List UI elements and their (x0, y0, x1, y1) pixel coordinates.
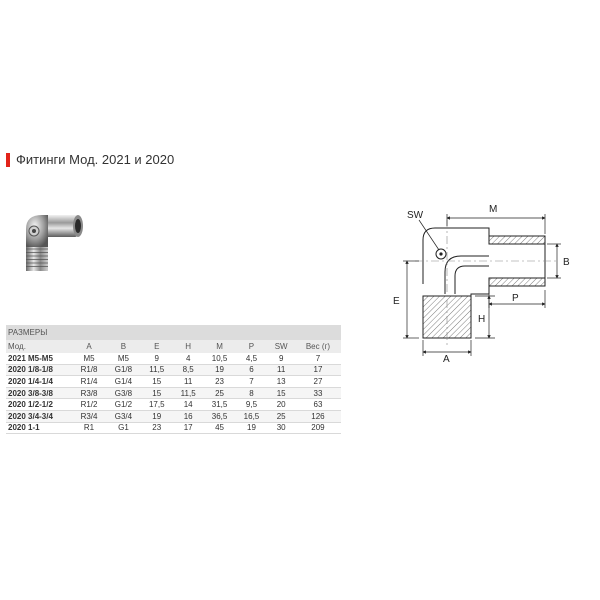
table-section-header: РАЗМЕРЫ (6, 325, 341, 340)
cell: 209 (294, 422, 341, 435)
cell: 8 (235, 387, 268, 400)
cell: 19 (140, 410, 173, 423)
label-b: B (563, 257, 570, 268)
cell: G3/4 (106, 410, 141, 423)
cell: 63 (294, 398, 341, 411)
title-accent-bar (6, 153, 10, 167)
col-header: E (140, 340, 173, 353)
cell-model: 2020 1/4-1/4 (6, 375, 72, 388)
col-header: B (106, 340, 141, 353)
product-image (26, 215, 83, 271)
cell: 23 (203, 375, 236, 388)
cell: 15 (267, 387, 295, 400)
cell-model: 2020 1/2-1/2 (6, 398, 72, 411)
cell: 16,5 (235, 410, 268, 423)
cell: 27 (294, 375, 341, 388)
table-row: 2020 1/4-1/4 R1/4 G1/4 15 11 23 7 13 27 (6, 375, 341, 388)
table-row: 2020 1-1 R1 G1 23 17 45 19 30 209 (6, 422, 341, 435)
cell: 25 (267, 410, 295, 423)
label-p: P (512, 293, 519, 304)
col-header: SW (267, 340, 295, 353)
label-h: H (478, 314, 485, 325)
table-row: 2020 3/4-3/4 R3/4 G3/4 19 16 36,5 16,5 2… (6, 410, 341, 423)
cell: 6 (235, 364, 268, 377)
col-header: H (172, 340, 204, 353)
cell-model: 2020 3/4-3/4 (6, 410, 72, 423)
section-label: РАЗМЕРЫ (6, 325, 341, 340)
cell: 19 (203, 364, 236, 377)
technical-drawing: SW M B E P H A (393, 204, 570, 364)
cell: 11,5 (140, 364, 173, 377)
cell: 4,5 (235, 353, 268, 365)
cell: 9,5 (235, 398, 268, 411)
cell-model: 2020 3/8-3/8 (6, 387, 72, 400)
cell: 30 (267, 422, 295, 435)
cell: 14 (172, 398, 204, 411)
cell: 17 (172, 422, 204, 435)
cell: 36,5 (203, 410, 236, 423)
col-header: A (72, 340, 107, 353)
cell: 9 (140, 353, 173, 365)
label-a: A (443, 354, 450, 364)
cell: R1/4 (72, 375, 107, 388)
cell: G1/8 (106, 364, 141, 377)
cell-model: 2020 1/8-1/8 (6, 364, 72, 377)
label-sw: SW (407, 210, 424, 221)
cell: R3/4 (72, 410, 107, 423)
cell: R1/2 (72, 398, 107, 411)
cell: 11,5 (172, 387, 204, 400)
cell: 13 (267, 375, 295, 388)
cell: 9 (267, 353, 295, 365)
table-row: 2020 1/8-1/8 R1/8 G1/8 11,5 8,5 19 6 11 … (6, 364, 341, 377)
cell: R1 (72, 422, 107, 435)
cell: 7 (235, 375, 268, 388)
cell: 17 (294, 364, 341, 377)
cell: 11 (267, 364, 295, 377)
cell: 16 (172, 410, 204, 423)
cell: 33 (294, 387, 341, 400)
col-header: P (235, 340, 268, 353)
cell: M5 (106, 353, 141, 365)
cell: 7 (294, 353, 341, 365)
cell: 25 (203, 387, 236, 400)
table-row: 2021 M5-M5 M5 M5 9 4 10,5 4,5 9 7 (6, 353, 341, 365)
table-row: 2020 3/8-3/8 R3/8 G3/8 15 11,5 25 8 15 3… (6, 387, 341, 400)
cell: 10,5 (203, 353, 236, 365)
cell: G1 (106, 422, 141, 435)
cell: 8,5 (172, 364, 204, 377)
cell: G1/2 (106, 398, 141, 411)
cell: G3/8 (106, 387, 141, 400)
page-title: Фитинги Мод. 2021 и 2020 (16, 152, 175, 167)
table-row: 2020 1/2-1/2 R1/2 G1/2 17,5 14 31,5 9,5 … (6, 398, 341, 411)
cell: 31,5 (203, 398, 236, 411)
cell: 126 (294, 410, 341, 423)
cell: R3/8 (72, 387, 107, 400)
label-m: M (489, 204, 497, 215)
cell: R1/8 (72, 364, 107, 377)
cell: G1/4 (106, 375, 141, 388)
cell: 20 (267, 398, 295, 411)
dimensions-table: РАЗМЕРЫ Мод. A B E H M P SW Вес (г) 2021… (6, 325, 341, 435)
cell: 23 (140, 422, 173, 435)
col-header: Мод. (6, 340, 72, 353)
table-column-header: Мод. A B E H M P SW Вес (г) (6, 340, 341, 353)
cell: 15 (140, 375, 173, 388)
col-header: Вес (г) (294, 340, 341, 353)
cell: 4 (172, 353, 204, 365)
cell: 11 (172, 375, 204, 388)
cell: 15 (140, 387, 173, 400)
col-header: M (203, 340, 236, 353)
cell: M5 (72, 353, 107, 365)
cell: 19 (235, 422, 268, 435)
cell-model: 2020 1-1 (6, 422, 72, 435)
cell-model: 2021 M5-M5 (6, 353, 72, 365)
cell: 17,5 (140, 398, 173, 411)
label-e: E (393, 296, 400, 307)
cell: 45 (203, 422, 236, 435)
